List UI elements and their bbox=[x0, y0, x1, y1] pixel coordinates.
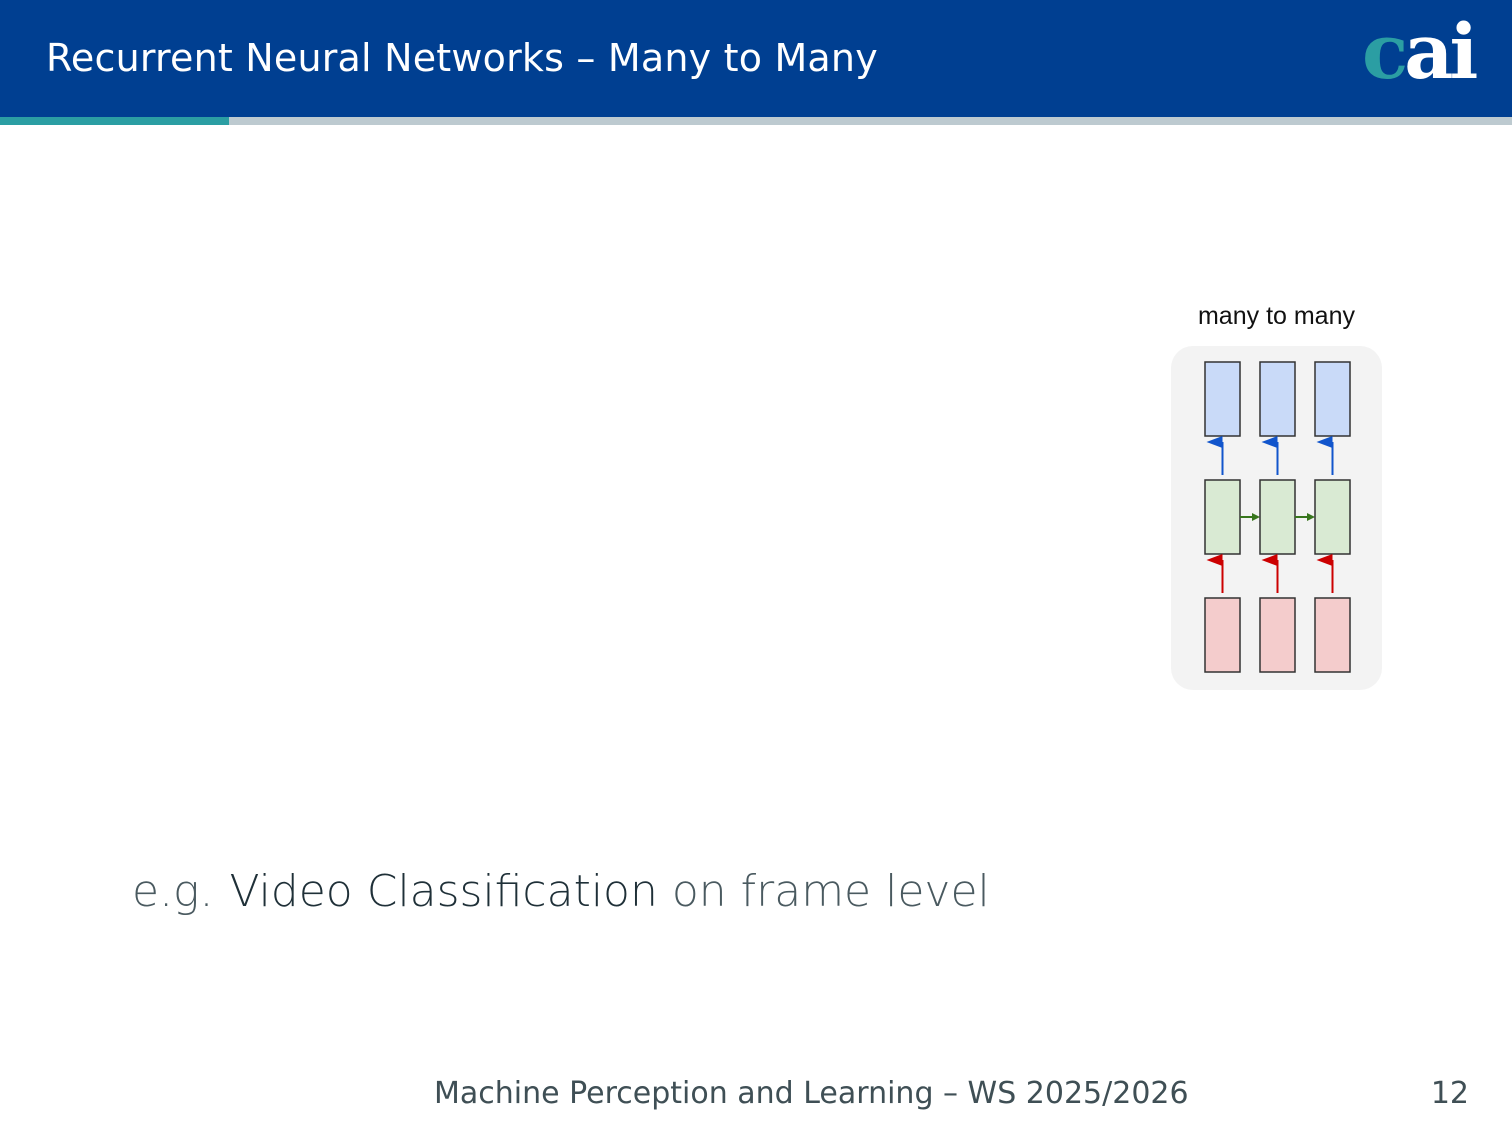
cai-logo: cai bbox=[1362, 7, 1478, 96]
slide-header: Recurrent Neural Networks – Many to Many… bbox=[0, 0, 1512, 117]
input-cell bbox=[1204, 597, 1241, 673]
many-to-many-diagram bbox=[1171, 346, 1382, 690]
footer-course: Machine Perception and Learning – WS 202… bbox=[434, 1076, 1189, 1111]
hidden-cell bbox=[1204, 479, 1241, 555]
hidden-cell bbox=[1259, 479, 1296, 555]
header-divider-bar bbox=[229, 117, 1512, 125]
example-prefix: e.g. bbox=[132, 866, 214, 917]
page-number: 12 bbox=[1430, 1076, 1469, 1111]
output-cell bbox=[1314, 361, 1351, 437]
recurrent-arrowhead bbox=[1252, 513, 1260, 521]
recurrent-arrowhead bbox=[1307, 513, 1315, 521]
diagram-title: many to many bbox=[1197, 302, 1355, 330]
example-suffix: on frame level bbox=[671, 866, 990, 917]
slide-title: Recurrent Neural Networks – Many to Many bbox=[46, 36, 878, 80]
output-cell bbox=[1259, 361, 1296, 437]
output-cell bbox=[1204, 361, 1241, 437]
example-text: e.g. Video Classification on frame level bbox=[132, 866, 990, 917]
input-cell bbox=[1314, 597, 1351, 673]
header-accent-bar bbox=[0, 117, 229, 125]
example-emphasis: Video Classification bbox=[229, 866, 658, 917]
input-cell bbox=[1259, 597, 1296, 673]
hidden-cell bbox=[1314, 479, 1351, 555]
